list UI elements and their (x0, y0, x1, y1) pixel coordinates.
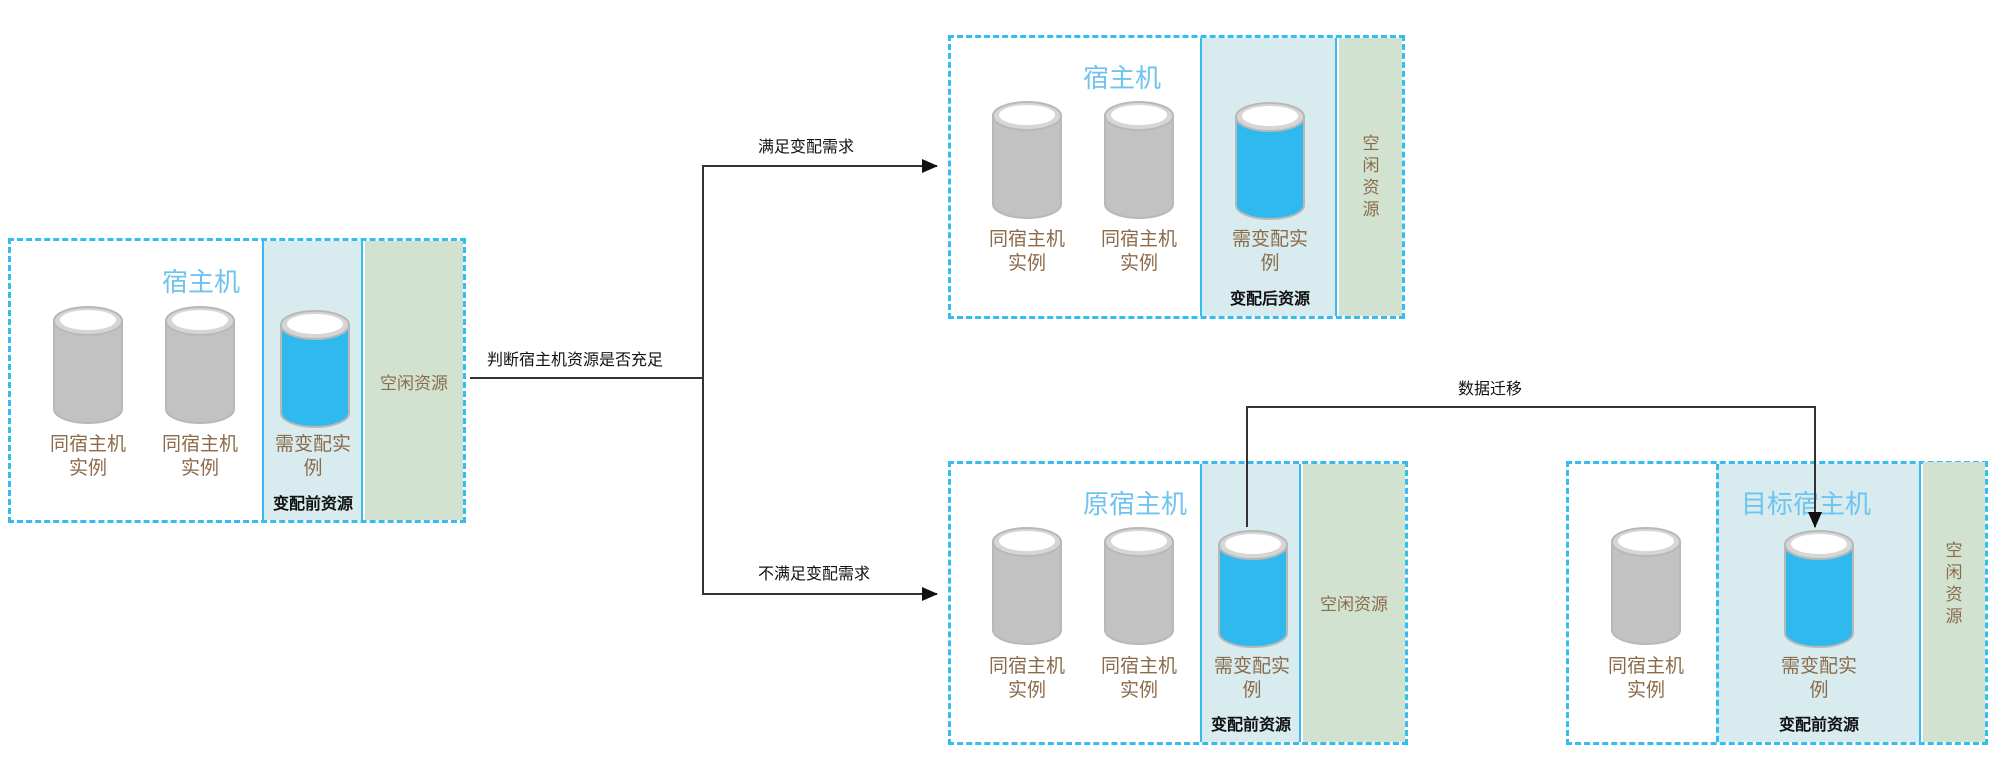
database-icon (1218, 530, 1288, 648)
database-icon (53, 306, 123, 424)
free-resource-label: 空闲资源 (1362, 134, 1380, 220)
instance-label: 同宿主机实例 (988, 655, 1065, 701)
resource-label: 变配前资源 (1778, 715, 1859, 734)
migration-arrow (1246, 406, 1822, 528)
top-host-title: 宿主机 (1083, 64, 1162, 94)
instance-label: 同宿主机实例 (1607, 655, 1684, 701)
source-host-free-section (1303, 464, 1405, 742)
database-icon (992, 527, 1062, 645)
database-icon (280, 310, 350, 428)
target-host-box (1566, 461, 1988, 745)
instance-label: 同宿主机实例 (161, 433, 238, 479)
free-resource-label: 空闲资源 (380, 374, 448, 394)
resource-label: 变配后资源 (1229, 289, 1310, 308)
instance-label: 需变配实例 (1231, 228, 1308, 274)
top-host-free-section (1339, 38, 1402, 316)
instance-label: 同宿主机实例 (1100, 655, 1177, 701)
database-icon (1104, 101, 1174, 219)
yes-branch-label: 满足变配需求 (758, 137, 855, 156)
instance-label: 同宿主机实例 (1100, 228, 1177, 274)
migration-label: 数据迁移 (1458, 379, 1523, 398)
instance-label: 需变配实例 (1213, 655, 1290, 701)
left-host-free-section (365, 241, 463, 520)
left-host-title: 宿主机 (162, 268, 241, 298)
top-host-box (948, 35, 1405, 319)
database-icon (165, 306, 235, 424)
no-branch-arrow (702, 378, 938, 601)
target-host-free-section (1923, 462, 1985, 742)
yes-branch-arrow (702, 159, 938, 378)
instance-label: 需变配实例 (274, 433, 351, 479)
free-resource-label: 空闲资源 (1945, 541, 1963, 627)
no-branch-label: 不满足变配需求 (758, 564, 871, 583)
source-host-title: 原宿主机 (1083, 490, 1188, 520)
database-icon (1784, 530, 1854, 648)
database-icon (992, 101, 1062, 219)
resource-label: 变配前资源 (1210, 715, 1291, 734)
instance-label: 同宿主机实例 (49, 433, 126, 479)
target-host-title: 目标宿主机 (1741, 490, 1872, 520)
instance-label: 需变配实例 (1780, 655, 1857, 701)
database-icon (1611, 527, 1681, 645)
free-resource-label: 空闲资源 (1320, 595, 1388, 615)
database-icon (1104, 527, 1174, 645)
instance-label: 同宿主机实例 (988, 228, 1065, 274)
source-host-box (948, 461, 1408, 745)
resource-label: 变配前资源 (272, 494, 353, 513)
decision-label: 判断宿主机资源是否充足 (487, 350, 664, 369)
left-host-box (8, 238, 466, 523)
database-icon (1235, 102, 1305, 220)
